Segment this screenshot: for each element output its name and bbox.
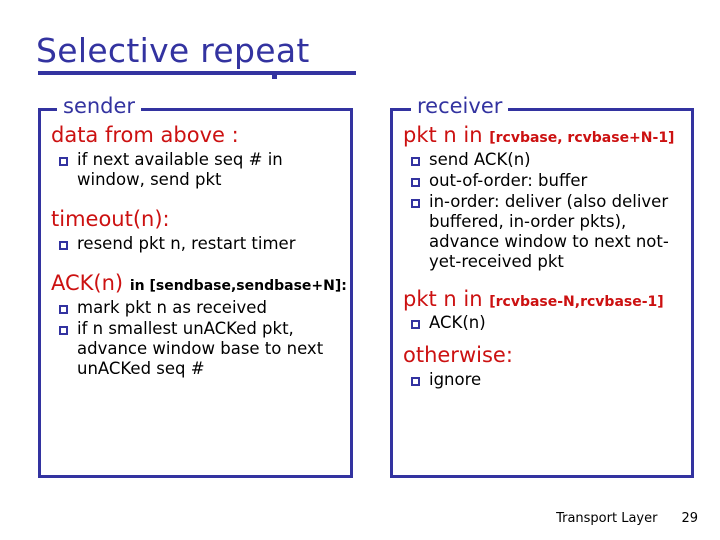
sender-bullet-item: resend pkt n, restart timer [51,234,344,254]
receiver-heading-1-range: [rcvbase, rcvbase+N-1] [489,130,675,146]
receiver-legend-label: receiver [411,96,509,117]
square-bullet-icon [59,304,68,314]
receiver-heading-2-range: [rcvbase-N,rcvbase-1] [489,293,664,310]
sender-bullet-item: if next available seq # in window, send … [51,150,344,190]
footer-chapter-label: Transport Layer [556,511,658,526]
slide-footer: Transport Layer 29 [556,511,698,526]
square-bullet-icon [59,325,68,335]
square-bullet-icon [411,320,420,330]
receiver-bullet-item: send ACK(n) [403,150,685,170]
receiver-bullet-text: ACK(n) [429,313,486,333]
receiver-bullet-text: send ACK(n) [429,149,531,169]
square-bullet-icon [411,177,420,187]
receiver-bullet-item: in-order: deliver (also deliver buffered… [403,192,685,273]
sender-bullet-item: mark pkt n as received [51,298,344,318]
spacer [51,191,344,207]
sender-bullet-text: mark pkt n as received [77,297,267,317]
square-bullet-icon [411,156,420,166]
sender-bullet-text: resend pkt n, restart timer [77,233,296,253]
receiver-bullet-item: out-of-order: buffer [403,171,685,191]
receiver-bullet-text: out-of-order: buffer [429,170,588,190]
receiver-group-box: receiver pkt n in [rcvbase, rcvbase+N-1]… [390,96,694,478]
page-title: Selective repeat [36,31,310,70]
sender-heading-data-from-above: data from above : [51,123,344,148]
sender-bullet-text: if next available seq # in window, send … [77,149,283,189]
receiver-bullet-item: ignore [403,370,685,390]
square-bullet-icon [59,156,68,166]
square-bullet-icon [411,199,420,209]
receiver-heading-pkt-below-window: pkt n in [rcvbase-N,rcvbase-1] [403,287,685,312]
receiver-content: pkt n in [rcvbase, rcvbase+N-1] send ACK… [393,111,691,391]
title-underline-tick [272,74,277,79]
sender-heading-ack: ACK(n) in [sendbase,sendbase+N]: [51,270,347,296]
receiver-heading-3-text: otherwise: [403,343,513,368]
spacer [403,274,685,287]
spacer [51,255,344,271]
footer-page-number: 29 [681,511,698,526]
receiver-heading-otherwise: otherwise: [403,343,685,368]
receiver-heading-pkt-in-window: pkt n in [rcvbase, rcvbase+N-1] [403,123,685,148]
square-bullet-icon [411,377,420,387]
sender-bullet-item: if n smallest unACKed pkt, advance windo… [51,319,344,379]
sender-content: data from above : if next available seq … [41,111,350,380]
sender-heading-timeout: timeout(n): [51,207,344,232]
sender-group-box: sender data from above : if next availab… [38,96,353,478]
receiver-heading-1-text: pkt n in [403,123,483,147]
square-bullet-icon [59,240,68,250]
receiver-heading-2-text: pkt n in [403,286,483,311]
sender-heading-2-text: timeout(n): [51,207,170,232]
receiver-bullet-text: in-order: deliver (also deliver buffered… [429,192,669,272]
sender-bullet-text: if n smallest unACKed pkt, advance windo… [77,318,324,379]
sender-heading-3-text: ACK(n) [51,270,124,295]
title-underline [38,71,356,75]
sender-heading-3-range: in [sendbase,sendbase+N]: [129,277,347,294]
spacer [403,334,685,343]
sender-heading-1-text: data from above : [51,123,239,147]
sender-legend-label: sender [57,96,142,117]
receiver-bullet-text: ignore [429,370,482,390]
receiver-bullet-item: ACK(n) [403,313,685,333]
